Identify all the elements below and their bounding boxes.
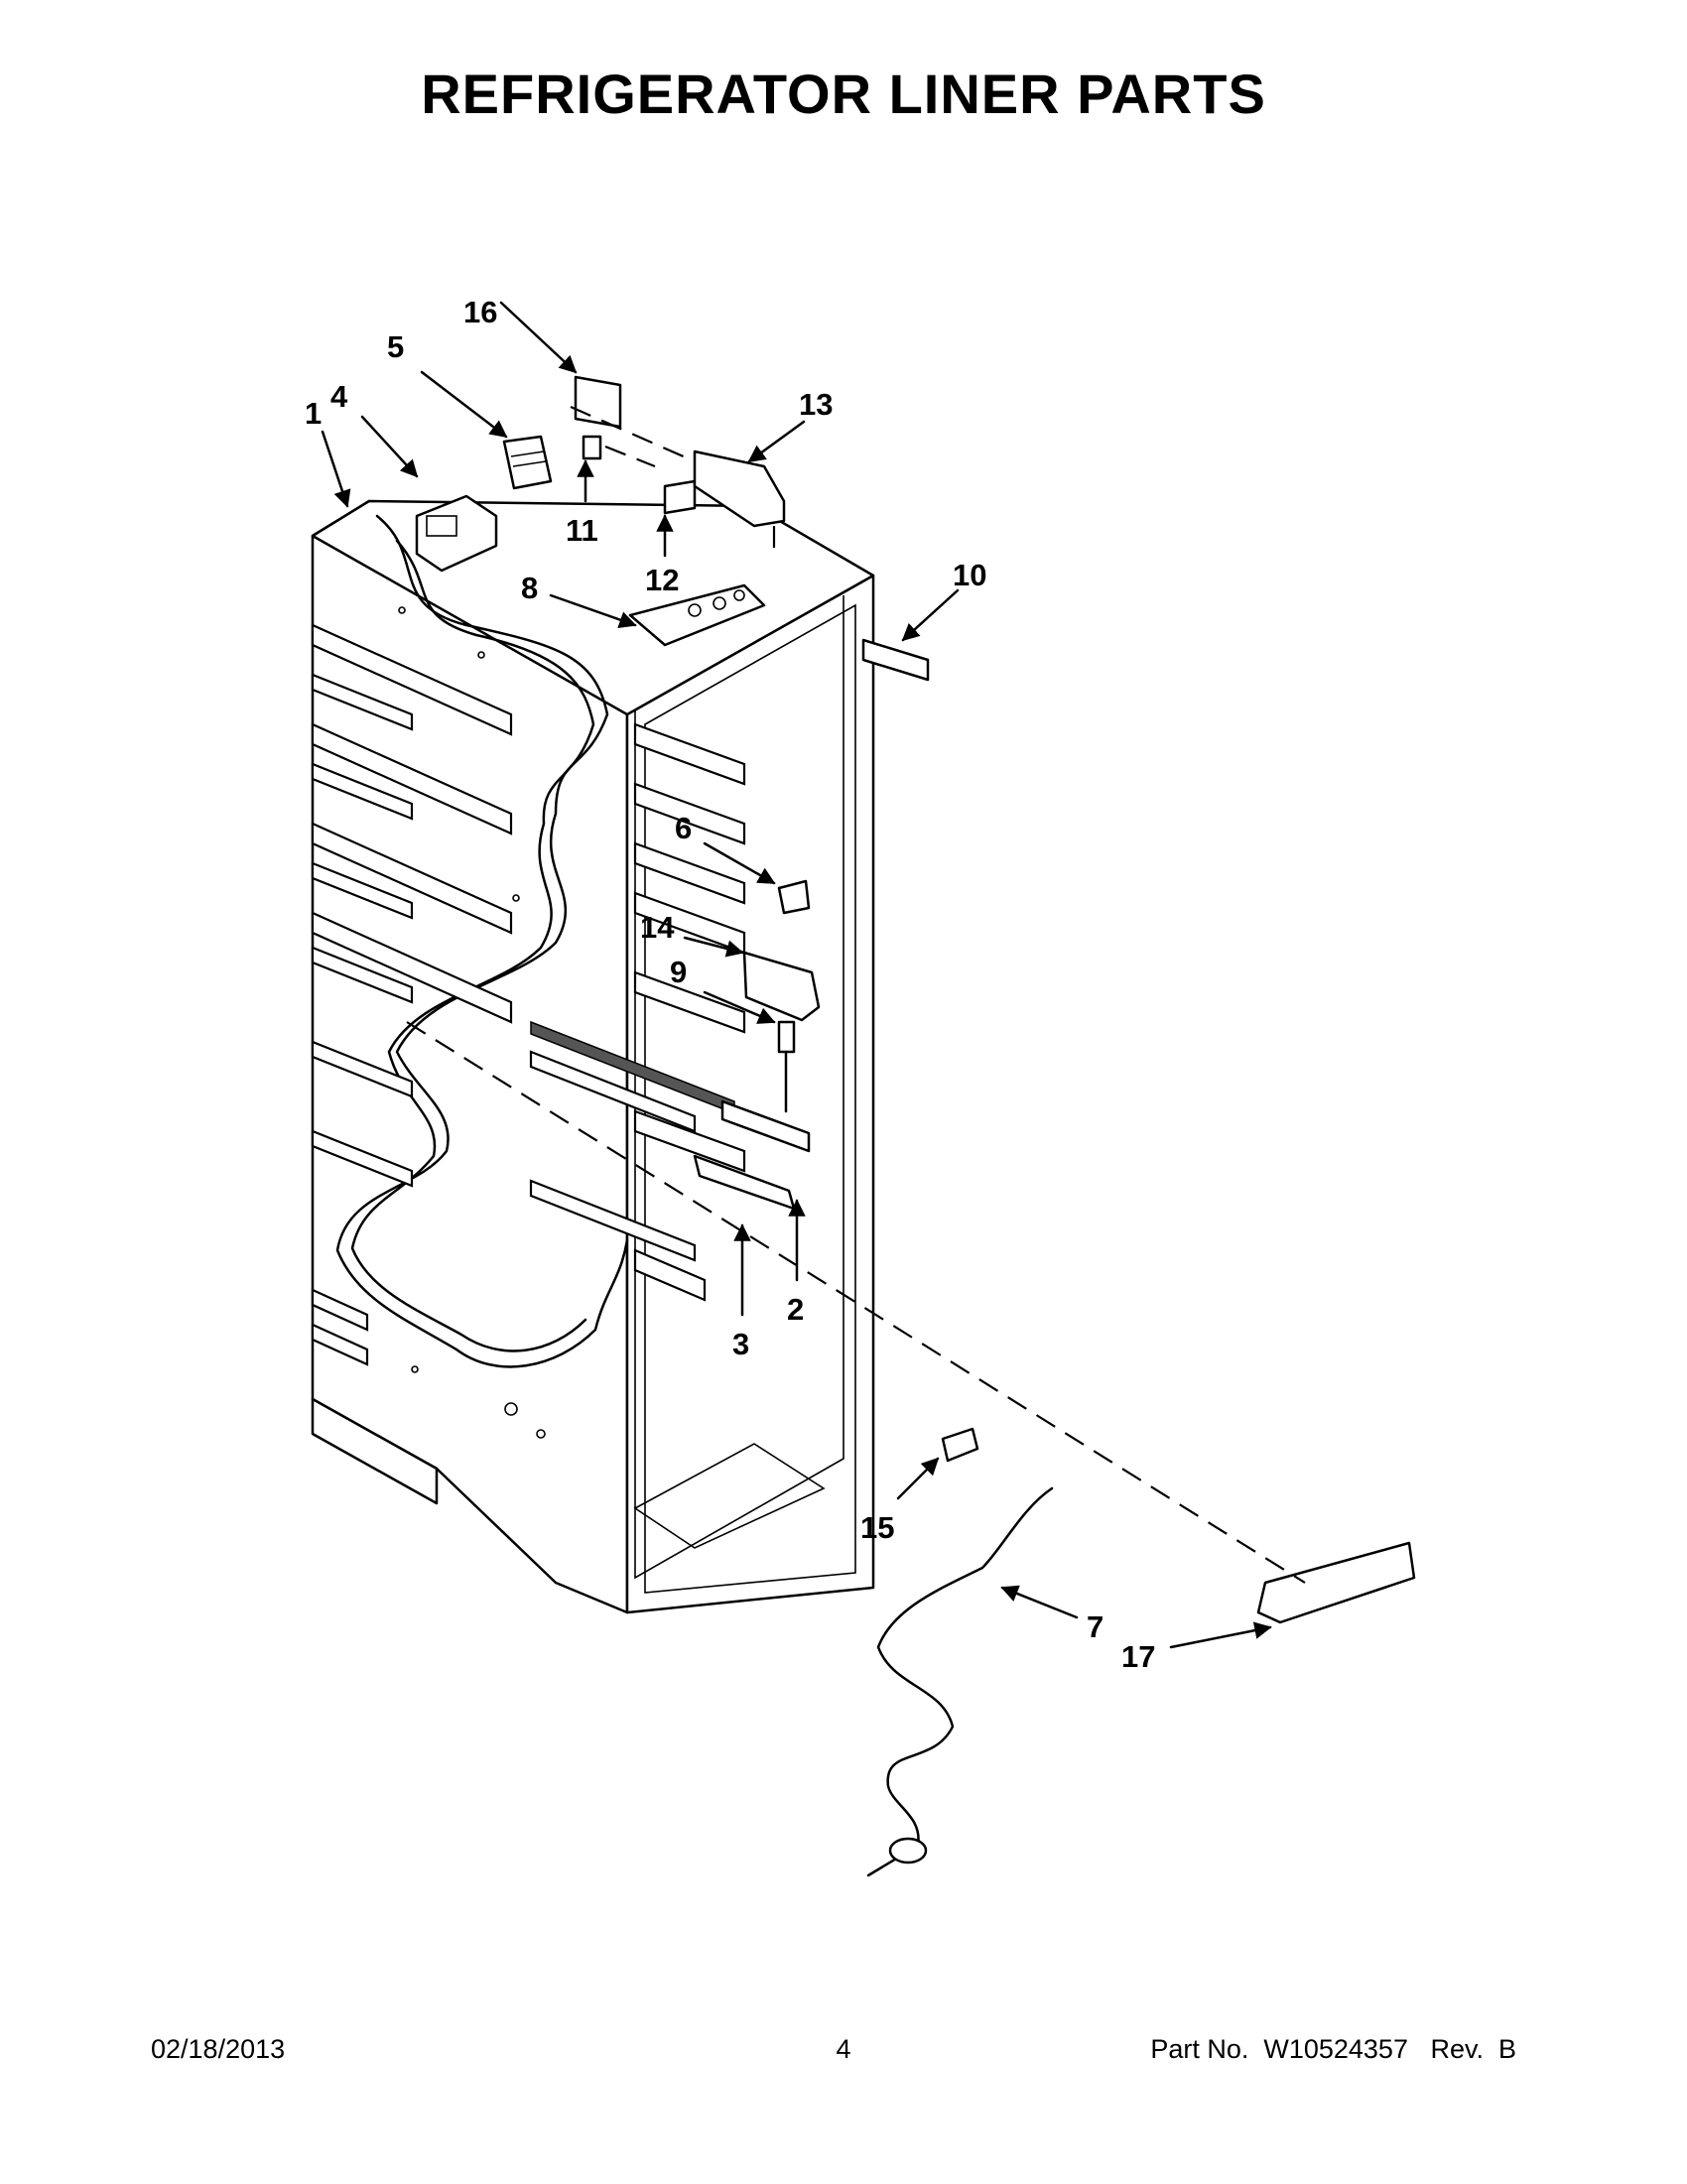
inner-shelf-ledges (529, 722, 746, 1302)
callout-2: 2 (787, 1292, 804, 1327)
part-16-cover (574, 375, 622, 429)
part-10-tube (861, 638, 930, 682)
part-5-grille (502, 435, 553, 490)
callout-3: 3 (732, 1327, 749, 1361)
refrigerator-liner (311, 499, 875, 1614)
part-6-clip (777, 879, 811, 915)
part-8-control-panel (628, 583, 766, 647)
callout-7: 7 (1087, 1609, 1103, 1644)
callout-9: 9 (670, 955, 687, 989)
footer-page-number: 4 (836, 2034, 851, 2064)
part-9-sensor (777, 1020, 796, 1113)
part-13-bracket (693, 450, 786, 528)
callout-1: 1 (305, 396, 322, 431)
callout-10: 10 (953, 558, 986, 592)
part-4-housing (415, 494, 498, 573)
dashed-guides (406, 405, 1306, 1584)
part-7-water-tube (866, 1486, 1054, 1877)
callout-5: 5 (387, 329, 404, 364)
left-shelf-ledges (311, 623, 513, 1366)
callout-labels: 1 2 3 4 5 6 7 8 9 10 11 12 13 14 15 16 1… (305, 295, 1155, 1674)
callout-4: 4 (330, 379, 348, 414)
callout-11: 11 (566, 513, 598, 548)
callout-16: 16 (463, 295, 497, 329)
callout-6: 6 (675, 811, 692, 845)
part-12-board (663, 479, 697, 515)
part-17-cover (1256, 1541, 1416, 1624)
callout-8: 8 (521, 571, 538, 605)
callout-12: 12 (645, 563, 679, 597)
part-14-light-housing (742, 951, 821, 1022)
page-title: REFRIGERATOR LINER PARTS (421, 63, 1266, 125)
footer-date: 02/18/2013 (151, 2034, 286, 2064)
part-2-strip (720, 1099, 811, 1153)
callout-17: 17 (1121, 1639, 1155, 1674)
callout-15: 15 (860, 1510, 894, 1545)
part-11-clip (582, 435, 602, 460)
callout-arrows (321, 301, 1272, 1649)
footer-part-number: Part No. W10524357 Rev. B (1150, 2034, 1516, 2064)
part-15-connector (941, 1427, 979, 1463)
callout-14: 14 (640, 910, 675, 945)
callout-13: 13 (799, 387, 833, 422)
